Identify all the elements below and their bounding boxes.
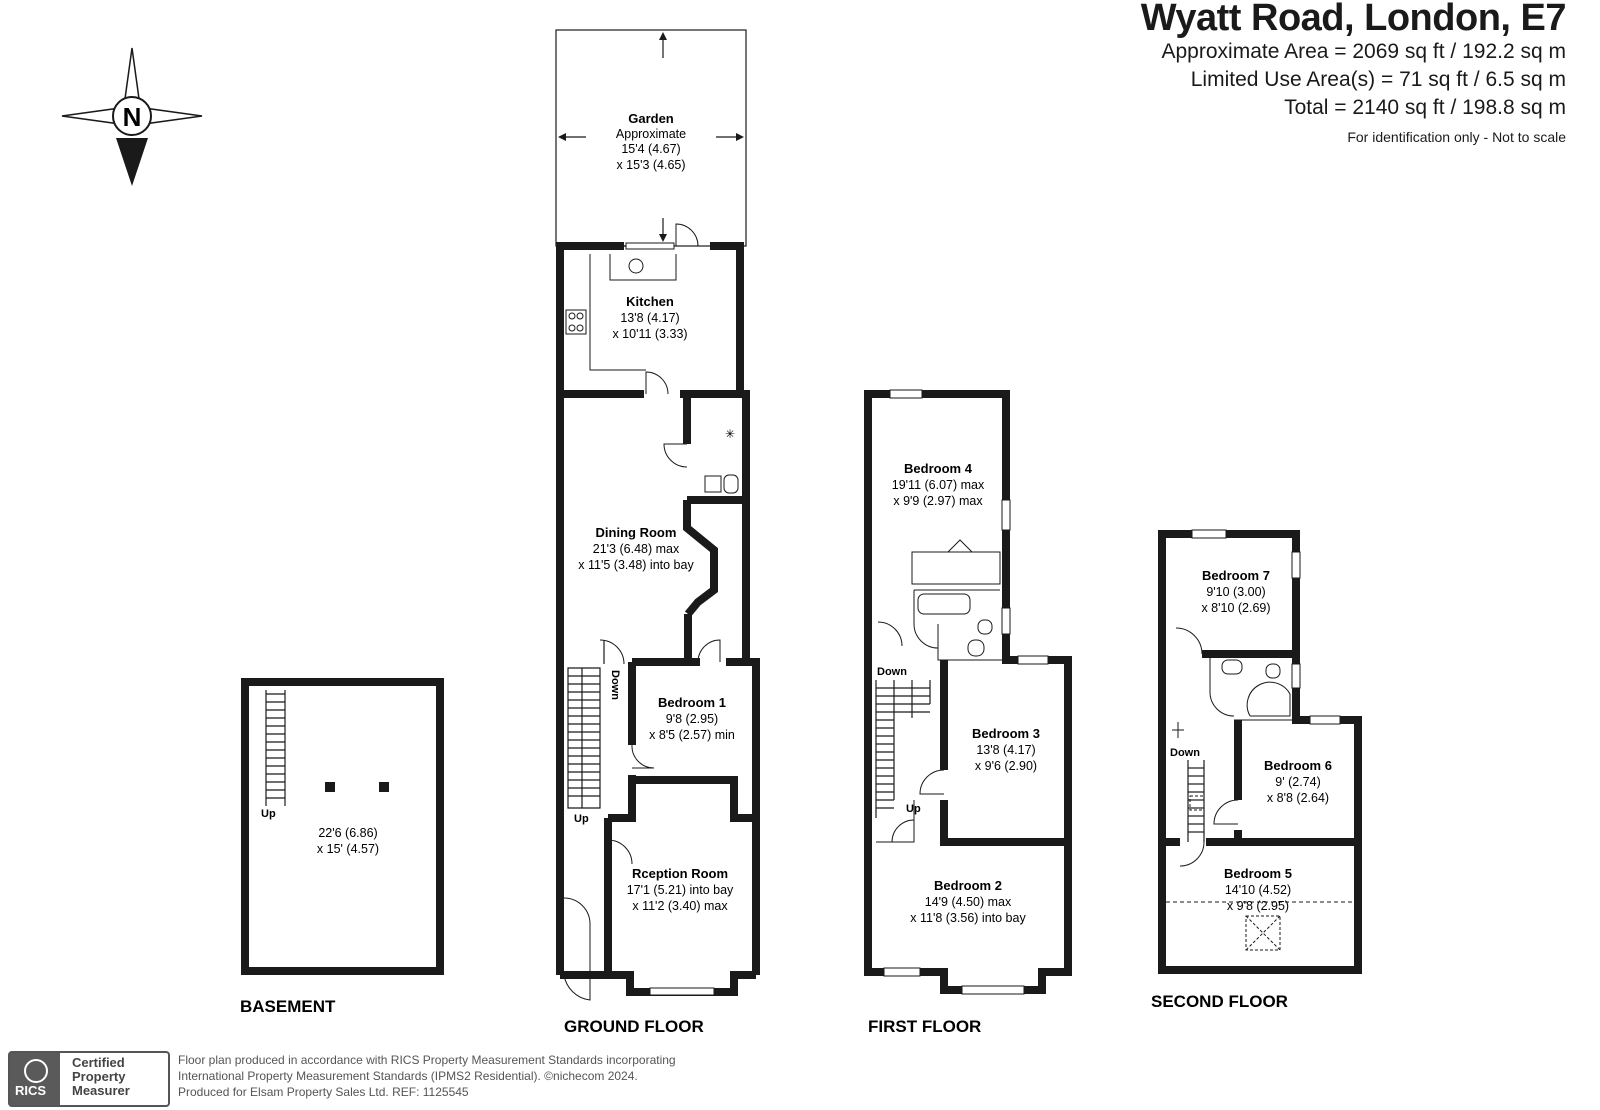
dining-room-dim2: x 11'5 (3.48) into bay	[578, 558, 694, 572]
badge-line2: Property	[72, 1069, 126, 1084]
bedroom3-dim1: 13'8 (4.17)	[976, 743, 1035, 757]
property-header: Wyatt Road, London, E7 Approximate Area …	[1140, 0, 1567, 148]
approximate-area: Approximate Area = 2069 sq ft / 192.2 sq…	[1161, 40, 1567, 63]
footnote-line2: International Property Measurement Stand…	[178, 1069, 638, 1083]
garden-note: Approximate	[616, 127, 686, 141]
bedroom5-dim2: x 9'8 (2.95)	[1227, 899, 1289, 913]
floor-label-basement: BASEMENT	[240, 997, 336, 1016]
property-title: Wyatt Road, London, E7	[1140, 0, 1567, 39]
ground-down-label: Down	[609, 670, 621, 700]
first-floor-stairs	[875, 680, 931, 818]
bedroom2-dim1: 14'9 (4.50) max	[925, 895, 1012, 909]
reception-room-dim2: x 11'2 (3.40) max	[632, 899, 728, 913]
dining-room-dim1: 21'3 (6.48) max	[593, 542, 680, 556]
second-floor-stairs	[1187, 760, 1205, 842]
garden-dim2: x 15'3 (4.65)	[616, 158, 685, 172]
footnote: Floor plan produced in accordance with R…	[178, 1052, 676, 1100]
garden-dim1: 15'4 (4.67)	[621, 142, 680, 156]
total-area: Total = 2140 sq ft / 198.8 sq m	[1284, 96, 1566, 119]
basement-dim2: x 15' (4.57)	[317, 842, 379, 856]
column-marker	[325, 782, 335, 792]
basement-stairs	[265, 690, 286, 806]
bedroom2-name: Bedroom 2	[934, 878, 1002, 893]
certified-measurer-text: Certified Property Measurer	[72, 1056, 130, 1098]
bedroom3-dim2: x 9'6 (2.90)	[975, 759, 1037, 773]
dining-room-name: Dining Room	[596, 525, 677, 540]
floor-label-first: FIRST FLOOR	[868, 1017, 981, 1036]
ground-stairs: Down Up	[567, 639, 625, 825]
basement-dim1: 22'6 (6.86)	[318, 826, 377, 840]
first-floor-plan: Bedroom 4 19'11 (6.07) max x 9'9 (2.97) …	[864, 389, 1072, 1036]
footnote-line3: Produced for Elsam Property Sales Ltd. R…	[178, 1085, 469, 1099]
compass-north-label: N	[123, 102, 142, 132]
footnote-line1: Floor plan produced in accordance with R…	[178, 1053, 676, 1067]
column-marker	[379, 782, 389, 792]
svg-text:✳: ✳	[725, 427, 735, 441]
compass-icon: N	[61, 47, 203, 186]
bedroom1-name: Bedroom 1	[658, 695, 726, 710]
bedroom5-dim1: 14'10 (4.52)	[1225, 883, 1291, 897]
footer: RICS Certified Property Measurer Floor p…	[8, 1050, 908, 1107]
rics-logo-text: RICS	[15, 1083, 47, 1098]
reception-room-dim1: 17'1 (5.21) into bay	[627, 883, 734, 897]
basement-up-label: Up	[261, 808, 276, 820]
limited-use-area: Limited Use Area(s) = 71 sq ft / 6.5 sq …	[1190, 68, 1566, 91]
floor-label-second: SECOND FLOOR	[1151, 992, 1288, 1011]
bedroom6-name: Bedroom 6	[1264, 758, 1332, 773]
first-up-label: Up	[906, 803, 921, 815]
bedroom1-dim2: x 8'5 (2.57) min	[649, 728, 735, 742]
first-down-label: Down	[877, 666, 907, 678]
basement-plan: Up 22'6 (6.86) x 15' (4.57) BASEMENT	[240, 678, 444, 1016]
bedroom4-dim1: 19'11 (6.07) max	[892, 478, 985, 492]
bedroom5-name: Bedroom 5	[1224, 866, 1292, 881]
floor-plan-drawing: N Up 22'6 (6.86) x 15' (4.57) BASEMENT G…	[61, 29, 1362, 1036]
bedroom1-dim1: 9'8 (2.95)	[666, 712, 718, 726]
bedroom7-name: Bedroom 7	[1202, 568, 1270, 583]
bedroom7-dim1: 9'10 (3.00)	[1206, 585, 1265, 599]
bedroom4-name: Bedroom 4	[904, 461, 973, 476]
second-down-label: Down	[1170, 747, 1200, 759]
badge-line3: Measurer	[72, 1083, 130, 1098]
second-floor-plan: Bedroom 7 9'10 (3.00) x 8'10 (2.69) Bedr…	[1151, 529, 1362, 1011]
rics-logo-icon: RICS	[10, 1053, 60, 1105]
badge-line1: Certified	[72, 1055, 125, 1070]
identification-note: For identification only - Not to scale	[1347, 129, 1566, 145]
kitchen-dim2: x 10'11 (3.33)	[612, 327, 687, 341]
garden-name: Garden	[628, 111, 674, 126]
bedroom2-dim2: x 11'8 (3.56) into bay	[910, 911, 1026, 925]
bedroom3-name: Bedroom 3	[972, 726, 1040, 741]
reception-room-name: Rception Room	[632, 866, 728, 881]
ground-up-label: Up	[574, 813, 589, 825]
kitchen-name: Kitchen	[626, 294, 674, 309]
bedroom4-dim2: x 9'9 (2.97) max	[893, 494, 983, 508]
ground-floor-plan: Garden Approximate 15'4 (4.67) x 15'3 (4…	[555, 29, 760, 1036]
bedroom6-dim1: 9' (2.74)	[1275, 775, 1320, 789]
rics-badge: RICS Certified Property Measurer	[8, 1051, 170, 1107]
kitchen-dim1: 13'8 (4.17)	[620, 311, 679, 325]
bedroom7-dim2: x 8'10 (2.69)	[1201, 601, 1270, 615]
bedroom6-dim2: x 8'8 (2.64)	[1267, 791, 1329, 805]
floor-label-ground: GROUND FLOOR	[564, 1017, 704, 1036]
